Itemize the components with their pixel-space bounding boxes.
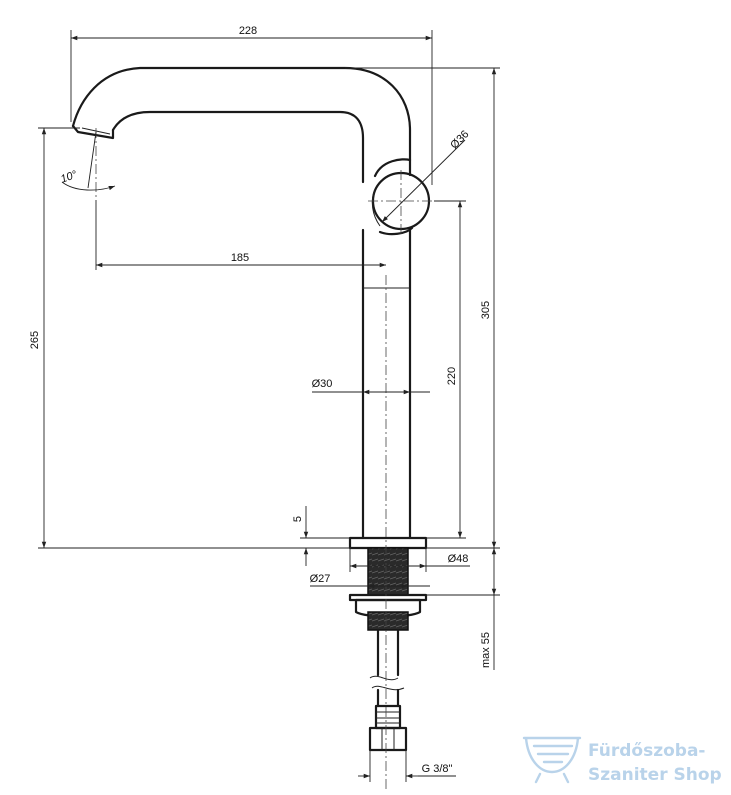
hose-nut: [368, 726, 408, 752]
label-overall-reach: 228: [239, 25, 257, 37]
base-flange: [348, 536, 428, 550]
label-handle-height: 220: [446, 367, 458, 385]
hose-break-mark: [369, 675, 405, 691]
watermark-line1: Fürdőszoba-: [588, 741, 706, 761]
dim-angle-arc: [61, 181, 116, 191]
angle-ray: [87, 131, 97, 189]
dim-diam36: [381, 139, 466, 223]
dimension-labels: 228 185 10° Ø36 Ø30 265 220 305 5 Ø48 Ø2…: [29, 25, 492, 775]
handle-shadow: [371, 189, 381, 227]
mounting-washer: [348, 593, 428, 602]
faucet-body: [71, 66, 431, 752]
label-max-mounting: max 55: [480, 632, 492, 668]
watermark-line2: Szaniter Shop: [588, 765, 722, 785]
bathtub-icon: [522, 736, 582, 784]
label-connection: G 3/8": [422, 763, 453, 775]
hose-crimp: [374, 704, 402, 730]
label-thread-diameter: Ø27: [310, 573, 331, 585]
label-handle-diameter: Ø36: [448, 128, 471, 151]
dimension-lines: [38, 30, 500, 782]
label-spout-height: 265: [29, 331, 41, 349]
handle-housing: [373, 158, 414, 236]
label-base-diameter: Ø48: [448, 553, 469, 565]
spout-inner-edge: [111, 110, 365, 184]
lower-thread: [367, 611, 409, 631]
label-base-height: 5: [292, 516, 304, 522]
label-inner-reach: 185: [231, 252, 249, 264]
label-total-height: 305: [480, 301, 492, 319]
center-lines: [95, 128, 434, 790]
label-spout-angle: 10°: [59, 168, 79, 185]
thread-shank: [367, 547, 409, 596]
watermark: Fürdőszoba- Szaniter Shop: [522, 736, 722, 785]
label-body-diameter: Ø30: [312, 378, 333, 390]
